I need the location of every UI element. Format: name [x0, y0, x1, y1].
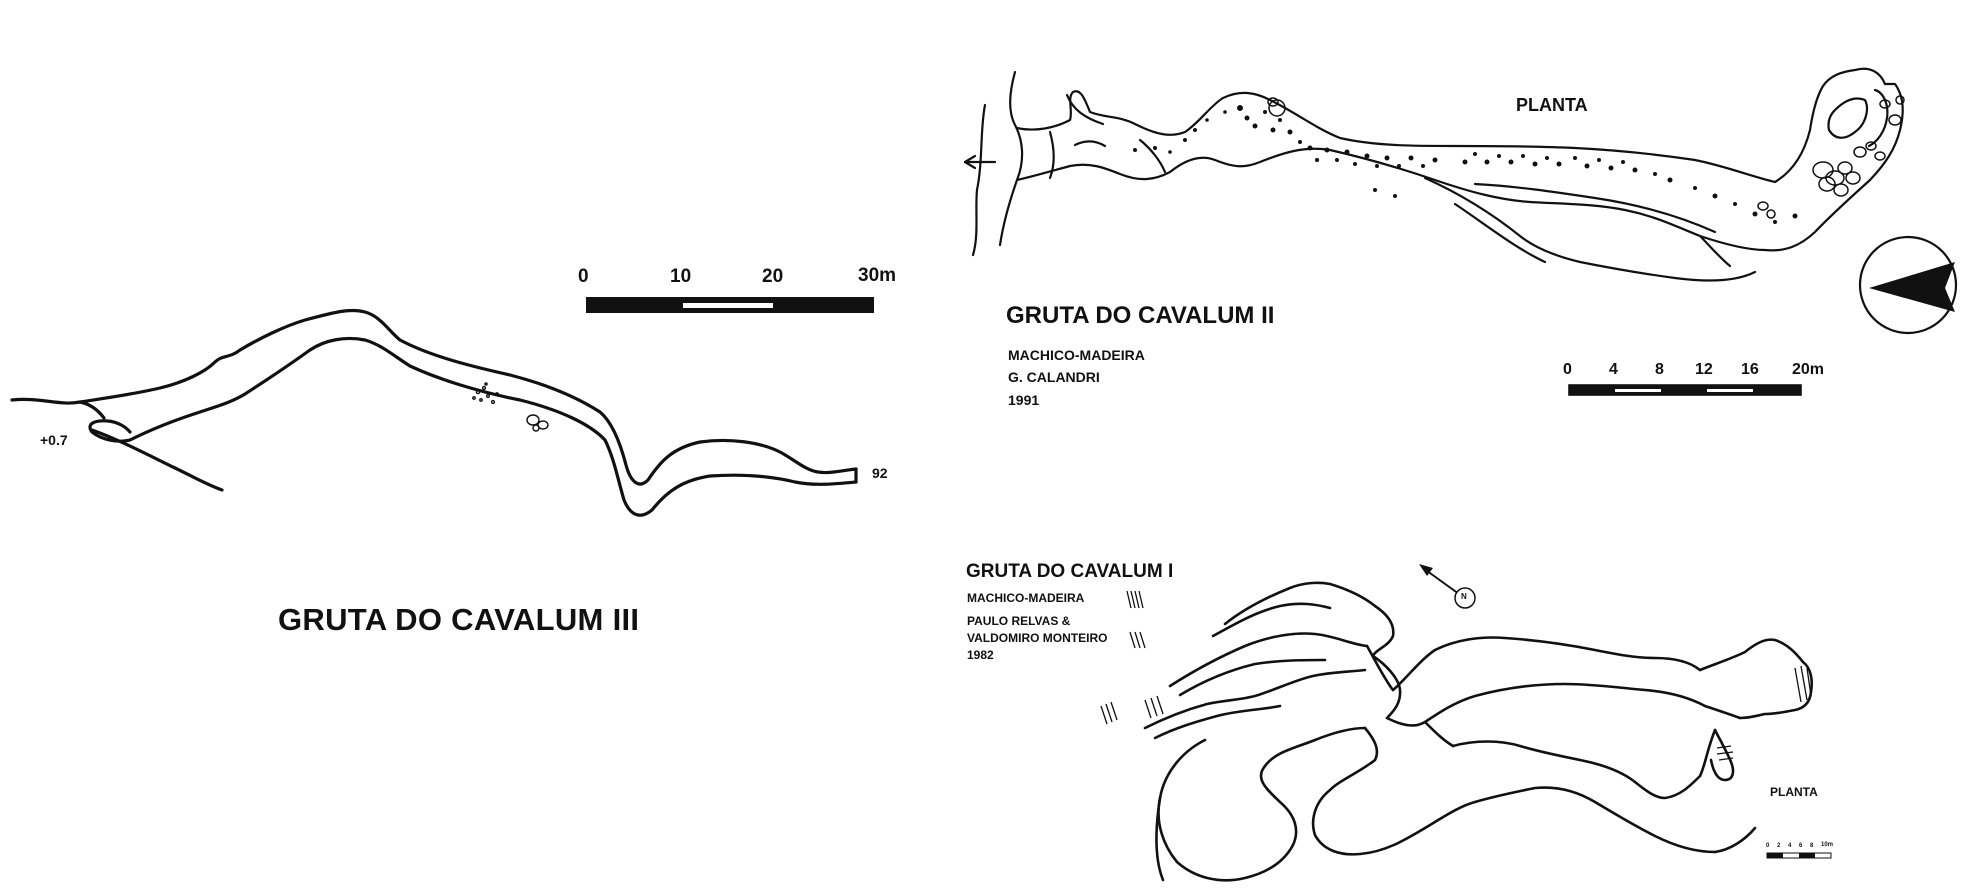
year-i: 1982	[967, 648, 994, 662]
location-i: MACHICO-MADEIRA	[967, 591, 1085, 605]
scale-label-4: 4	[1609, 361, 1618, 378]
north-arrow-icon	[1419, 564, 1476, 609]
map-cavalum-iii: 0 10 20 30m +0.7 92 GRUTA DO CAVALUM III	[0, 0, 900, 700]
scale-label-12: 12	[1695, 361, 1713, 378]
map-cavalum-i: GRUTA DO CAVALUM I MACHICO-MADEIRA PAULO…	[955, 540, 1969, 890]
cave-outline-i	[1100, 564, 1832, 882]
location-ii: MACHICO-MADEIRA	[1008, 347, 1145, 363]
scale-bar-ii	[1568, 384, 1802, 396]
entrance-label: +0.7	[40, 432, 68, 448]
scale-label-16: 16	[1741, 361, 1759, 378]
author-i-line2: VALDOMIRO MONTEIRO	[967, 631, 1108, 645]
scale-label-20m: 20m	[1792, 361, 1825, 378]
author-ii: G. CALANDRI	[1008, 369, 1100, 385]
author-i-line1: PAULO RELVAS &	[967, 614, 1071, 628]
map-title-ii: GRUTA DO CAVALUM II	[1006, 302, 1275, 329]
scale-label-6: 6	[1799, 843, 1803, 849]
scale-label-0: 0	[578, 266, 589, 287]
map-cavalum-ii: PLANTA GRUTA DO CAVALUM II MACHICO-MADEI…	[955, 0, 1969, 430]
scale-label-10: 10	[670, 266, 692, 287]
scale-bar-i	[1766, 852, 1832, 859]
map-title-iii: GRUTA DO CAVALUM III	[278, 602, 640, 637]
scale-label-30m: 30m	[858, 265, 897, 286]
north-label: N	[1461, 592, 1467, 601]
end-label: 92	[872, 465, 888, 481]
scale-label-20: 20	[762, 266, 784, 287]
scale-label-0: 0	[1766, 843, 1770, 849]
scale-label-0: 0	[1563, 361, 1572, 378]
scale-label-2: 2	[1777, 843, 1781, 849]
scale-label-8: 8	[1655, 361, 1664, 378]
view-label-planta-i: PLANTA	[1770, 785, 1818, 799]
scale-label-10m: 10m	[1821, 842, 1834, 848]
view-label-planta-ii: PLANTA	[1516, 95, 1588, 115]
year-ii: 1991	[1008, 392, 1040, 408]
scale-bar-iii	[586, 297, 874, 313]
compass-icon	[1858, 235, 1958, 335]
scale-label-4: 4	[1788, 843, 1792, 849]
cave-outline-iii	[10, 297, 874, 517]
scale-label-8: 8	[1810, 843, 1814, 849]
map-title-i: GRUTA DO CAVALUM I	[966, 561, 1174, 582]
cave-outline-ii	[963, 67, 1958, 396]
